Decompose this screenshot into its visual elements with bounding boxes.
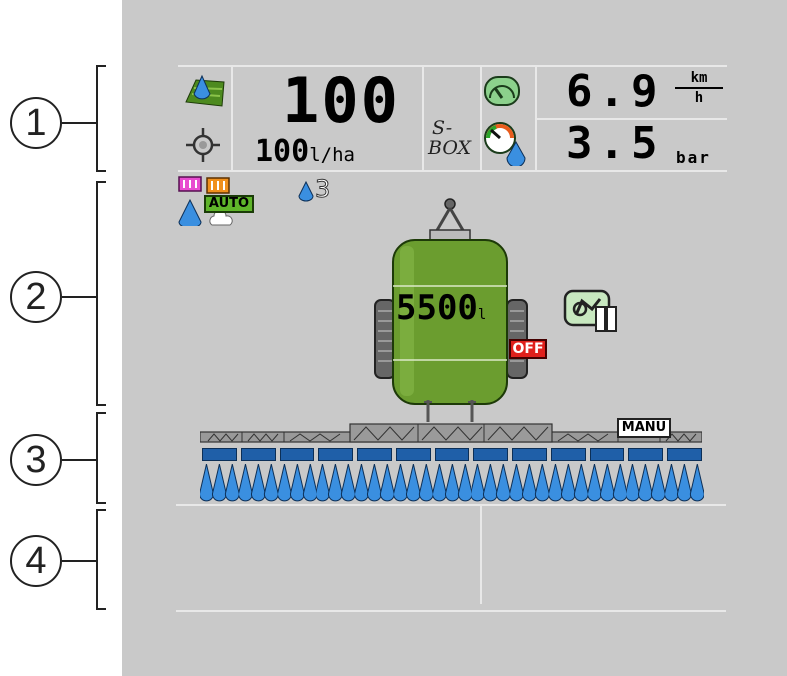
boom-sections	[200, 446, 704, 504]
pressure-unit: bar	[676, 148, 711, 167]
section-valve	[202, 448, 237, 461]
tank-volume-unit: l	[477, 307, 487, 323]
auto-mode-badge: AUTO	[204, 195, 254, 213]
spray-nozzle-icon	[471, 464, 511, 502]
boom-section[interactable]	[393, 446, 433, 504]
callout-1: 1	[10, 97, 62, 149]
section-valve	[357, 448, 392, 461]
spray-nozzle-icon	[316, 464, 356, 502]
spray-nozzle-icon	[587, 464, 627, 502]
boom-frame	[200, 423, 702, 443]
boom-mode-badge: MANU	[617, 418, 671, 438]
sbox-label: S- BOX	[428, 117, 472, 159]
callout-4: 4	[10, 535, 62, 587]
application-rate-target-unit: l/ha	[309, 144, 355, 166]
region4-bottom-line	[176, 610, 726, 612]
speed-unit-bottom: h	[694, 90, 704, 106]
speed-value: 6.9	[566, 66, 664, 117]
cloud-icon	[209, 213, 233, 226]
spray-nozzle-icon	[626, 464, 666, 502]
nozzle-purple-icon	[178, 176, 202, 226]
callout-leader-4	[62, 560, 98, 562]
field-area-icon	[185, 74, 225, 107]
spray-nozzle-icon	[277, 464, 317, 502]
callout-3: 3	[10, 434, 62, 486]
spray-nozzle-icon	[238, 464, 278, 502]
section-control-icon	[563, 289, 617, 332]
boom-section[interactable]	[432, 446, 472, 504]
boom-section[interactable]	[238, 446, 278, 504]
bracket-4	[96, 509, 98, 609]
callout-leader-3	[62, 459, 98, 461]
boom-section[interactable]	[510, 446, 549, 504]
tank-volume-value: 5500	[396, 288, 478, 328]
boom-section[interactable]	[626, 446, 666, 504]
spray-nozzle-icon	[355, 464, 394, 502]
section-valve	[395, 448, 431, 461]
section-valve	[279, 448, 315, 461]
boom-section[interactable]	[471, 446, 511, 504]
off-badge: OFF	[509, 339, 547, 359]
section-count: 3	[314, 175, 331, 204]
application-rate-target: 100l/ha	[255, 134, 355, 169]
spray-nozzle-icon	[665, 464, 704, 502]
section-valve	[667, 448, 702, 461]
boom-section[interactable]	[548, 446, 588, 504]
section-valve	[589, 448, 625, 461]
application-rate-actual: 100	[282, 64, 400, 137]
pressure-value: 3.5	[566, 118, 664, 169]
tank-volume: 5500l	[396, 288, 486, 328]
speed-unit: km h	[675, 70, 723, 106]
application-rate-target-value: 100	[255, 134, 310, 169]
section-valve	[434, 448, 470, 461]
section-valve	[550, 448, 586, 461]
speedometer-icon	[484, 76, 520, 106]
boom-section[interactable]	[665, 446, 704, 504]
section-valve	[512, 448, 547, 461]
boom-section[interactable]	[200, 446, 239, 504]
bracket-2	[96, 181, 98, 405]
bracket-1	[96, 65, 98, 171]
section-valve	[473, 448, 509, 461]
gps-target-icon	[186, 128, 220, 162]
section-valve	[318, 448, 354, 461]
bracket-3	[96, 412, 98, 503]
region4-split-line	[480, 506, 482, 604]
spray-nozzle-icon	[510, 464, 549, 502]
boom-section[interactable]	[587, 446, 627, 504]
section-drop-icon	[298, 180, 314, 202]
callout-leader-2	[62, 296, 98, 298]
region4-top-line	[176, 504, 726, 506]
spray-nozzle-icon	[200, 464, 239, 502]
boom-section[interactable]	[355, 446, 394, 504]
nozzle-orange-icon	[206, 177, 230, 194]
section-valve	[240, 448, 276, 461]
callout-2: 2	[10, 271, 62, 323]
section-valve	[628, 448, 664, 461]
speed-unit-top: km	[690, 70, 708, 86]
spray-nozzle-icon	[548, 464, 588, 502]
pressure-gauge-icon	[484, 122, 526, 166]
spray-nozzle-icon	[393, 464, 433, 502]
boom-section[interactable]	[277, 446, 317, 504]
spray-nozzle-icon	[432, 464, 472, 502]
callout-leader-1	[62, 122, 98, 124]
boom-section[interactable]	[316, 446, 356, 504]
